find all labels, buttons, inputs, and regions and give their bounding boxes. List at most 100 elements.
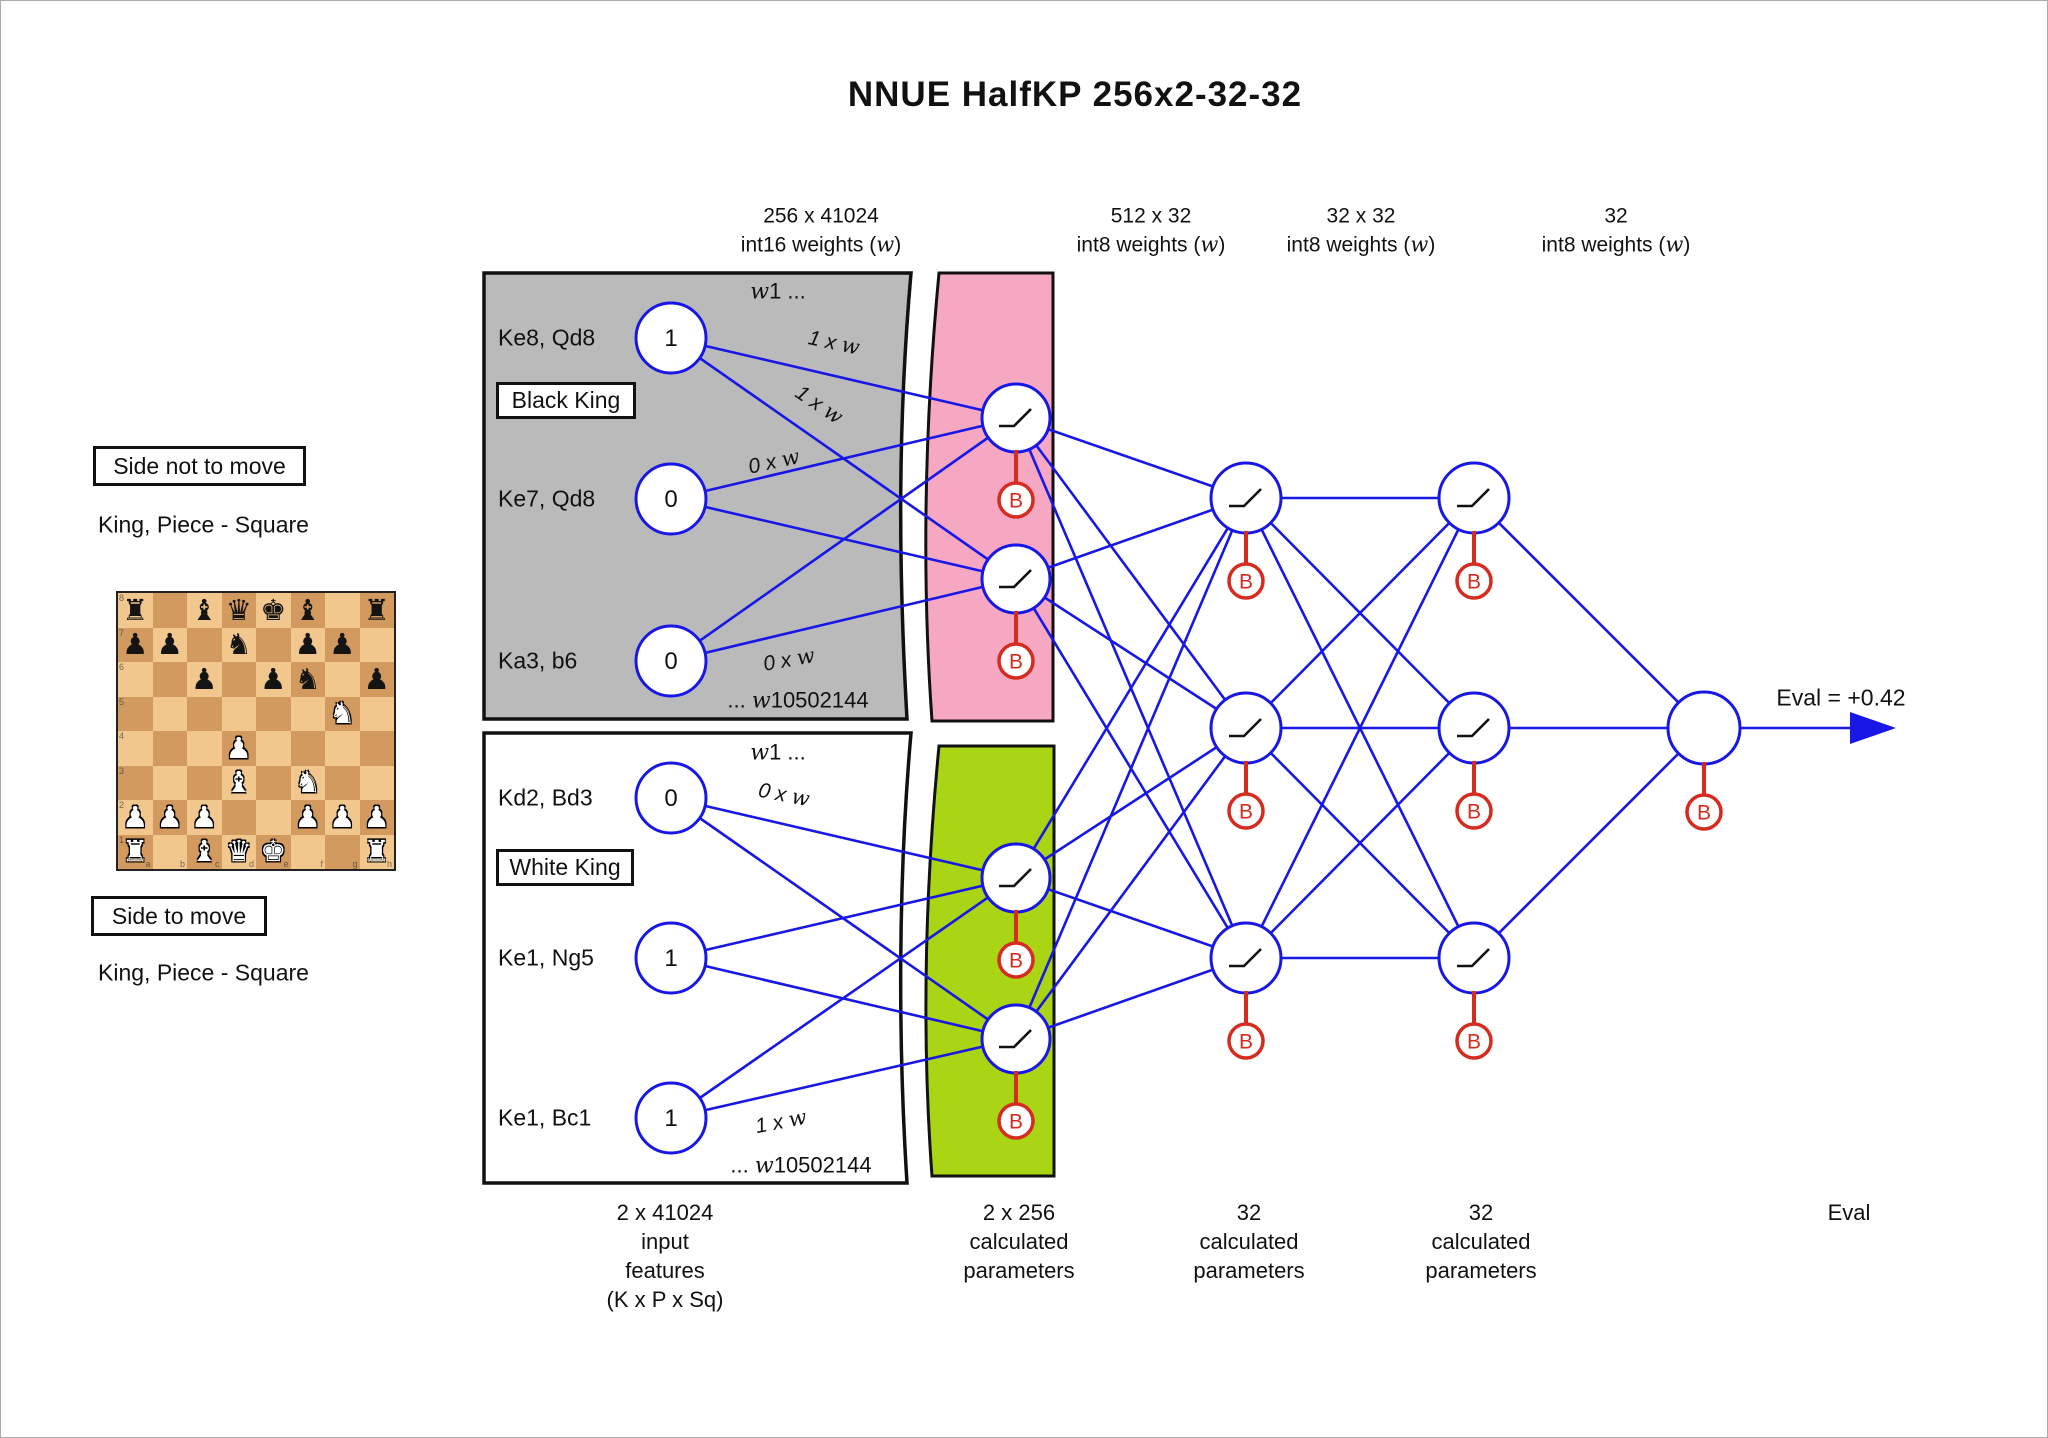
footer-label: input bbox=[641, 1228, 689, 1254]
weight-symbol: w bbox=[1410, 232, 1429, 257]
board-square: ♟ bbox=[290, 799, 325, 835]
board-square: ♛ bbox=[221, 592, 256, 628]
file-label: b bbox=[179, 859, 185, 869]
weight-header-dtype: int8 weights (w) bbox=[1076, 232, 1226, 257]
board-square: f bbox=[290, 834, 325, 869]
black-piece: ♞ bbox=[294, 661, 321, 696]
footer-label: features bbox=[625, 1257, 705, 1283]
board-square: c♝ bbox=[187, 834, 222, 869]
board-square: ♟ bbox=[187, 800, 222, 835]
clipped-relu-icon bbox=[1457, 488, 1490, 508]
weight-symbol: w bbox=[839, 332, 862, 360]
board-square: ♟ bbox=[256, 662, 291, 697]
input-feature-label: Ke1, Ng5 bbox=[498, 944, 594, 971]
white-piece: ♛ bbox=[225, 834, 252, 869]
edge-weight-label: 1 x w bbox=[806, 326, 862, 360]
weight-range-label: w1 ... bbox=[750, 739, 806, 766]
network-edge bbox=[1014, 497, 1248, 1040]
board-square bbox=[152, 696, 187, 731]
edge-weight-label: 0 x w bbox=[746, 444, 802, 479]
network-edge bbox=[670, 796, 1017, 880]
network-edge bbox=[1015, 956, 1247, 1041]
board-square: ♟ bbox=[359, 661, 394, 697]
white-piece: ♟ bbox=[294, 799, 321, 834]
edge-weight-label: 1 x w bbox=[791, 380, 848, 429]
rank-label: 1 bbox=[119, 834, 125, 845]
bias-node bbox=[1685, 793, 1723, 831]
board-square bbox=[187, 696, 222, 731]
white-king-badge: White King bbox=[496, 849, 634, 886]
black-piece: ♟ bbox=[156, 627, 183, 662]
white-piece: ♟ bbox=[156, 799, 183, 834]
weight-header-dims: 32 x 32 bbox=[1326, 204, 1396, 228]
weight-symbol: w bbox=[786, 1104, 809, 1132]
weight-symbol: w bbox=[876, 232, 895, 257]
board-square bbox=[290, 731, 325, 766]
network-edge bbox=[1473, 727, 1705, 959]
network-edge bbox=[670, 416, 1017, 501]
white-piece: ♟ bbox=[363, 799, 390, 834]
eval-result-label: Eval = +0.42 bbox=[1776, 684, 1906, 711]
board-square: ♟ bbox=[221, 731, 256, 766]
weight-symbol: w bbox=[1665, 232, 1684, 257]
input-node-value: 0 bbox=[664, 647, 678, 675]
footer-label: 32 bbox=[1468, 1199, 1494, 1225]
board-square: 2♟ bbox=[118, 800, 153, 835]
black-piece: ♟ bbox=[363, 661, 390, 696]
rank-label: 3 bbox=[119, 765, 125, 776]
board-square bbox=[290, 696, 325, 731]
input-node bbox=[634, 301, 708, 375]
black-piece: ♛ bbox=[225, 592, 252, 627]
board-square: ♞ bbox=[290, 661, 325, 697]
board-square bbox=[256, 765, 291, 800]
side-not-to-move-text: Side not to move bbox=[113, 452, 286, 479]
board-square bbox=[325, 731, 360, 766]
input-feature-label: Kd2, Bd3 bbox=[498, 784, 593, 811]
bias-node bbox=[1455, 1022, 1493, 1060]
bias-node bbox=[1227, 792, 1265, 830]
board-square: ♟ bbox=[325, 627, 360, 662]
white-piece: ♜ bbox=[122, 834, 149, 869]
board-square bbox=[359, 731, 394, 766]
network-edge bbox=[1015, 416, 1247, 500]
clipped-relu-icon bbox=[1457, 948, 1490, 968]
network-edge bbox=[1244, 497, 1476, 959]
board-square: 4 bbox=[118, 731, 153, 766]
board-square bbox=[359, 765, 394, 800]
network-edge bbox=[1245, 497, 1475, 729]
network-edge bbox=[670, 416, 1017, 663]
input-feature-label: Ke7, Qd8 bbox=[498, 485, 596, 512]
bias-label: B bbox=[1008, 650, 1024, 674]
rank-label: 7 bbox=[119, 627, 125, 638]
board-square: b bbox=[152, 834, 187, 869]
rank-label: 2 bbox=[119, 800, 125, 810]
bias-node bbox=[997, 1102, 1035, 1140]
bias-label: B bbox=[1466, 1030, 1482, 1054]
board-square: e♚ bbox=[256, 834, 291, 869]
bias-label: B bbox=[1238, 800, 1254, 824]
clipped-relu-icon bbox=[999, 408, 1032, 428]
input-node-value: 1 bbox=[664, 1104, 678, 1132]
input-feature-label: Ke8, Qd8 bbox=[498, 324, 596, 351]
bias-node bbox=[1455, 562, 1493, 600]
bias-label: B bbox=[1008, 489, 1024, 513]
network-edge bbox=[670, 1037, 1017, 1120]
edge-weight-label: 0 x w bbox=[761, 643, 817, 676]
board-square bbox=[152, 765, 187, 800]
file-label: g bbox=[352, 859, 358, 869]
black-piece: ♟ bbox=[329, 627, 356, 662]
board-square bbox=[256, 696, 291, 731]
board-square bbox=[325, 662, 360, 697]
board-square: ♟ bbox=[325, 800, 360, 835]
network-edge bbox=[1015, 876, 1247, 960]
board-square: 5 bbox=[118, 696, 153, 731]
black-piece: ♟ bbox=[122, 627, 149, 662]
king-piece-square-label-bottom: King, Piece - Square bbox=[98, 959, 309, 986]
black-piece: ♟ bbox=[191, 661, 218, 696]
board-square: g bbox=[325, 834, 360, 869]
board-square: ♞ bbox=[221, 627, 256, 662]
board-square bbox=[187, 765, 222, 800]
board-square bbox=[221, 696, 256, 731]
